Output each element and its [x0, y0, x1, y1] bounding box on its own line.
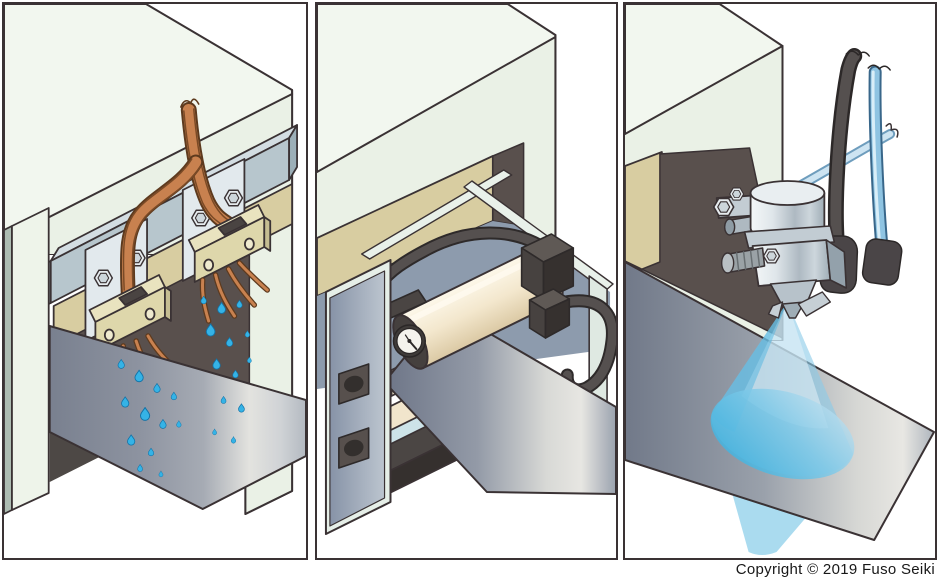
spray-footprint [710, 388, 855, 480]
hoses [827, 48, 891, 264]
tan-liner [625, 151, 663, 277]
copyright: Copyright © 2019 Fuso Seiki [735, 561, 935, 578]
metal-sheet [48, 325, 306, 510]
adjuster-knob [338, 427, 370, 469]
nozzle [767, 279, 832, 319]
panel-roller-coating [315, 2, 618, 560]
roller-coating-drawing [317, 4, 616, 535]
hex-bolt [93, 269, 114, 287]
frame-plate [324, 259, 392, 535]
bearing-blocks [520, 233, 575, 339]
adjuster-knob [338, 363, 370, 405]
feed-hose [374, 226, 555, 291]
panel-drip-coating [2, 2, 308, 560]
spray-gun [712, 180, 903, 319]
support-post [4, 207, 50, 515]
pressure-gauge [392, 324, 427, 358]
spray-coating-drawing [625, 4, 935, 555]
panel-spray-coating [623, 2, 937, 560]
manifold-blocks [88, 204, 272, 353]
knurled-knob [720, 247, 781, 274]
hose-elbow [861, 238, 903, 286]
drip-coating-drawing [4, 4, 306, 515]
hex-bolt [223, 189, 244, 207]
